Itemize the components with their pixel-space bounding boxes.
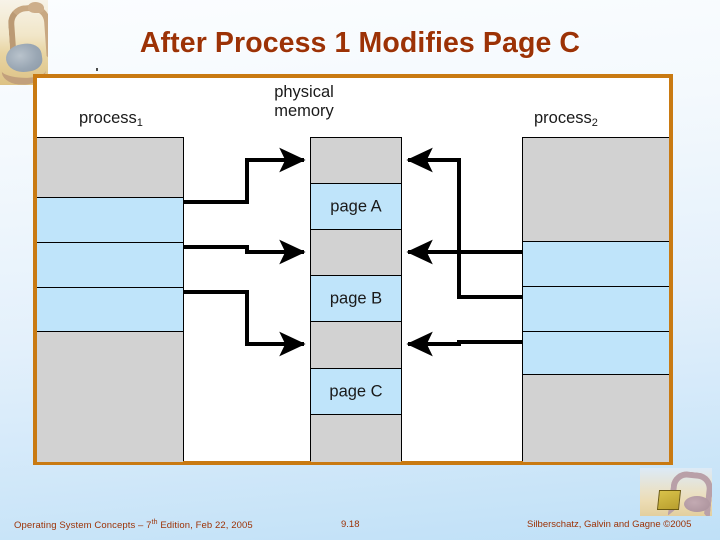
logo-br-body-shape — [684, 496, 710, 512]
p1-row3-to-pageB — [184, 239, 306, 265]
memory-row — [37, 138, 183, 198]
process2-label-subscript: 2 — [591, 117, 598, 129]
dinosaur-book-logo-icon — [640, 468, 712, 516]
dinosaur-logo-icon — [0, 0, 48, 85]
diagram-frame: process1 physical memory process2 page A… — [33, 74, 673, 465]
memory-row — [37, 243, 183, 288]
footer-edition-ordinal: th — [151, 519, 158, 526]
memory-row-label: page C — [329, 382, 383, 400]
memory-row-label: page A — [330, 197, 382, 215]
process1-memory-table — [37, 137, 184, 462]
p2-row3-to-pageB — [406, 239, 522, 299]
process2-memory-table — [522, 137, 669, 462]
physical-memory-table: page A page B page C — [310, 137, 402, 462]
process1-label-text: process — [79, 109, 137, 127]
footer-course-text: Operating System Concepts – 7th Edition,… — [14, 519, 253, 531]
stray-dot-artifact — [96, 68, 98, 71]
process1-connector-group — [184, 147, 306, 357]
memory-row: page A — [311, 184, 401, 230]
memory-row: page B — [311, 276, 401, 322]
footer-course-part1: Operating System Concepts – 7 — [14, 520, 152, 532]
process1-label-subscript: 1 — [136, 117, 143, 129]
logo-head-shape — [28, 2, 44, 13]
memory-row — [311, 138, 401, 184]
memory-row — [523, 287, 669, 332]
process2-label-text: process — [534, 109, 592, 127]
memory-row — [37, 288, 183, 332]
slide-number: 9.18 — [341, 519, 360, 530]
footer-course-part2: Edition, Feb 22, 2005 — [157, 520, 253, 532]
memory-row — [311, 322, 401, 369]
memory-row — [523, 242, 669, 287]
memory-row — [523, 375, 669, 462]
physical-memory-label-line2: memory — [274, 102, 334, 120]
memory-row: page C — [311, 369, 401, 415]
memory-row — [37, 332, 183, 462]
memory-row — [523, 138, 669, 242]
physical-memory-label: physical memory — [259, 83, 349, 121]
process2-connector-group — [406, 147, 522, 357]
memory-row — [37, 198, 183, 243]
diagram-inner: process1 physical memory process2 page A… — [37, 78, 669, 462]
page-title: After Process 1 Modifies Page C — [139, 27, 581, 59]
physical-memory-label-line1: physical — [274, 83, 334, 101]
memory-row — [311, 230, 401, 276]
footer-copyright: Silberschatz, Galvin and Gagne ©2005 — [527, 519, 692, 530]
memory-row-label: page B — [329, 289, 383, 307]
p1-row2-to-pageA — [184, 147, 306, 204]
process2-label: process2 — [534, 109, 598, 130]
p1-row4-to-pageC — [184, 290, 306, 357]
logo-br-book-shape — [656, 490, 682, 510]
p2-row2-to-pageA — [406, 147, 522, 254]
memory-row — [523, 332, 669, 375]
p2-row4-to-pageC — [406, 331, 522, 357]
process1-label: process1 — [79, 109, 143, 130]
memory-row — [311, 415, 401, 462]
